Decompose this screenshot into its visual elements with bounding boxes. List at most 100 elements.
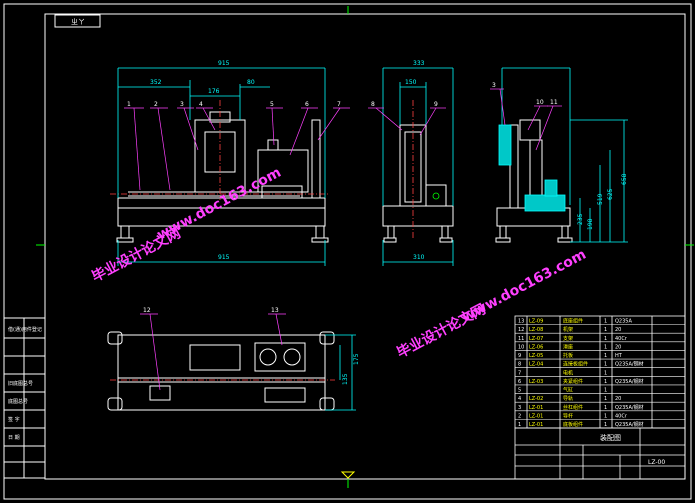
- bom-cell-mat: 40Cr: [615, 413, 628, 419]
- bom-cell-code: LZ-01: [529, 422, 543, 428]
- bom-cell-code: LZ-09: [529, 319, 543, 325]
- bom-cell-no: 4: [518, 396, 521, 402]
- watermark-url-1: www.doc163.com: [154, 165, 284, 244]
- balloon-7: 7: [337, 101, 341, 108]
- balloon-13: 13: [271, 307, 279, 314]
- orientation-arrow: [340, 471, 356, 479]
- svg-text:旧底图总号: 旧底图总号: [8, 380, 33, 387]
- front-view: 915 352 176 80 915 1 2 3 4 5 6 7: [110, 60, 350, 266]
- centering-marks: [36, 6, 694, 488]
- title-tab-text: ㄓㄚ: [71, 18, 85, 26]
- dim-front-bottom: 915: [218, 254, 230, 261]
- dim-top-v2: 135: [342, 373, 349, 385]
- dim-right-h1: 658: [621, 173, 628, 185]
- bom-cell-mat: Q235A/钢材: [615, 361, 644, 368]
- svg-text:日 期: 日 期: [8, 435, 20, 441]
- left-strip: [3, 317, 46, 479]
- title-block-drawing-no: LZ-00: [648, 459, 665, 466]
- dim-front-sub3: 80: [247, 79, 255, 86]
- bom-cell-name: 托板: [563, 352, 573, 359]
- bom-cell-mat: HT: [615, 353, 623, 359]
- bom-cell-code: LZ-01: [529, 405, 543, 411]
- bom-cell-mat: Q235A: [615, 319, 632, 325]
- bom-cell-no: 9: [518, 353, 521, 359]
- title-block-name: 装配图: [600, 433, 621, 442]
- bom-cell-qty: 1: [604, 370, 607, 376]
- bom-cell-qty: 1: [604, 405, 607, 411]
- balloon-10: 10: [536, 99, 544, 106]
- svg-text:签 字: 签 字: [8, 416, 20, 423]
- dim-side-top: 333: [413, 60, 425, 67]
- bom-cell-no: 11: [518, 336, 524, 342]
- bom-cell-code: LZ-08: [529, 327, 543, 333]
- bom-cell-name: 电机: [563, 369, 573, 376]
- watermark-url-2: www.doc163.com: [459, 247, 589, 326]
- balloon-5: 5: [270, 101, 274, 108]
- bom-cell-no: 6: [518, 379, 521, 385]
- bom-cell-qty: 1: [604, 422, 607, 428]
- bom-cell-code: LZ-06: [529, 344, 543, 350]
- bom-cell-qty: 1: [604, 327, 607, 333]
- bom-cell-mat: Q235A/钢材: [615, 404, 644, 411]
- bom-cell-name: 连接板组件: [563, 361, 588, 368]
- watermarks: 毕业设计论文网 www.doc163.com 毕业设计论文网 www.doc16…: [89, 165, 589, 362]
- bom-cell-name: 滑座: [563, 343, 573, 350]
- bom-cell-code: LZ-05: [529, 353, 543, 359]
- bom-cell-no: 13: [518, 319, 524, 325]
- bom-cell-code: LZ-03: [529, 379, 543, 385]
- bom-cell-qty: 1: [604, 319, 607, 325]
- bom-cell-qty: 1: [604, 379, 607, 385]
- bom-cell-no: 8: [518, 362, 521, 368]
- bom-cell-name: 导杆: [563, 412, 573, 419]
- bom-cell-mat: 20: [615, 396, 621, 402]
- title-tab: ㄓㄚ: [54, 14, 101, 28]
- bom-cell-no: 12: [518, 327, 524, 333]
- bom-cell-mat: 20: [615, 344, 621, 350]
- right-view: 658 625 519 198 235 3 10 11: [490, 67, 628, 243]
- balloon-9: 9: [434, 101, 438, 108]
- bom-cell-code: LZ-04: [529, 362, 543, 368]
- bom-cell-code: LZ-01: [529, 413, 543, 419]
- dim-front-sub1: 352: [150, 79, 162, 86]
- dim-right-h5: 235: [577, 213, 584, 225]
- svg-text:底图总号: 底图总号: [8, 398, 28, 405]
- bom-cell-no: 5: [518, 388, 521, 394]
- bom-cell-name: 机架: [563, 326, 573, 333]
- bom-cell-qty: 1: [604, 336, 607, 342]
- bom-cell-mat: 40Cr: [615, 336, 628, 342]
- bom-cell-no: 2: [518, 413, 521, 419]
- dim-right-h3: 519: [597, 193, 604, 205]
- bom-cell-no: 1: [518, 422, 521, 428]
- bom-cell-no: 3: [518, 405, 521, 411]
- left-strip-labels: 借(通)用件登记 旧底图总号 底图总号 签 字 日 期: [8, 326, 42, 441]
- bom-cell-qty: 1: [604, 344, 607, 350]
- balloon-11: 11: [550, 99, 558, 106]
- svg-text:借(通)用件登记: 借(通)用件登记: [8, 326, 42, 333]
- balloon-r3: 3: [492, 82, 496, 89]
- bom-cell-name: 气缸: [563, 387, 573, 394]
- dim-front-sub2: 176: [208, 88, 220, 95]
- balloon-1: 1: [127, 101, 131, 108]
- bom-cell-mat: Q235A/钢材: [615, 378, 644, 385]
- dim-right-h4: 198: [587, 218, 594, 230]
- bom-cell-name: 底板组件: [563, 421, 583, 428]
- bom-cell-name: 导轨: [563, 395, 573, 402]
- dim-side-bottom: 310: [413, 254, 425, 261]
- bom-cell-name: 底座组件: [563, 318, 583, 325]
- bom-cell-name: 夹紧组件: [563, 378, 583, 385]
- sheet-frame: [3, 3, 692, 500]
- bom-cell-code: LZ-02: [529, 396, 543, 402]
- bom-cell-qty: 1: [604, 388, 607, 394]
- bom-cell-no: 10: [518, 344, 524, 350]
- bom-cell-qty: 1: [604, 413, 607, 419]
- top-view: 175 135 12 13: [107, 307, 360, 411]
- bom-cell-name: 丝杠组件: [563, 404, 583, 411]
- bom-cell-mat: 20: [615, 327, 621, 333]
- bom-cell-mat: Q235A/钢材: [615, 421, 644, 428]
- balloon-4: 4: [199, 101, 203, 108]
- bom-cell-no: 7: [518, 370, 521, 376]
- dim-side-inner: 150: [405, 79, 417, 86]
